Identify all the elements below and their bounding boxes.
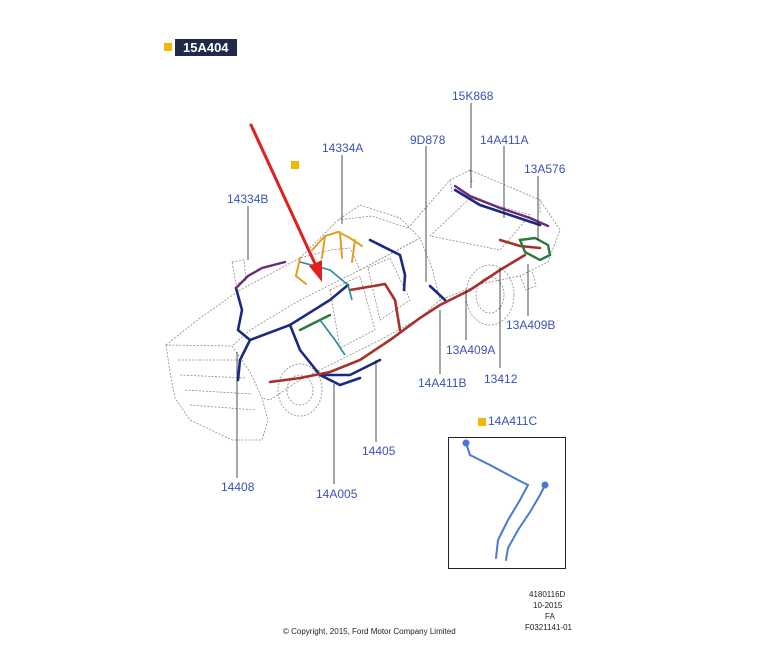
label-15K868: 15K868 bbox=[452, 89, 494, 103]
copyright: © Copyright, 2015, Ford Motor Company Li… bbox=[283, 627, 456, 636]
harness-red bbox=[268, 238, 542, 384]
inset-harness bbox=[462, 439, 549, 561]
label-14A005: 14A005 bbox=[316, 487, 358, 501]
indicator-arrow bbox=[249, 123, 322, 282]
figure-id: F0321141-01 bbox=[525, 623, 572, 632]
label-14334B: 14334B bbox=[227, 192, 269, 206]
section-marker-icon bbox=[164, 43, 172, 51]
inset-marker-icon bbox=[478, 418, 486, 426]
harness-green bbox=[298, 236, 552, 332]
label-13A576: 13A576 bbox=[524, 162, 566, 176]
label-14334A: 14334A bbox=[322, 141, 364, 155]
harness-teal bbox=[299, 261, 353, 356]
diagram-title: 15A404 bbox=[175, 39, 237, 56]
harness-purple bbox=[234, 184, 550, 290]
doc-number: 4180116D bbox=[529, 590, 566, 599]
label-13A409B: 13A409B bbox=[506, 318, 556, 332]
doc-date: 10-2015 bbox=[533, 601, 563, 610]
label-14405: 14405 bbox=[362, 444, 396, 458]
label-14A411C: 14A411C bbox=[488, 414, 538, 428]
connector-marker-icon bbox=[291, 161, 299, 169]
inset-frame bbox=[448, 437, 566, 569]
doc-code: FA bbox=[545, 612, 555, 621]
vehicle-outline bbox=[165, 169, 561, 441]
label-13412: 13412 bbox=[484, 372, 518, 386]
harness-orange bbox=[294, 230, 363, 285]
label-14A411B: 14A411B bbox=[418, 376, 467, 390]
leader-lines bbox=[236, 103, 539, 484]
label-13A409A: 13A409A bbox=[446, 343, 496, 357]
label-14408: 14408 bbox=[221, 480, 255, 494]
label-9D878: 9D878 bbox=[410, 133, 446, 147]
label-14A411A: 14A411A bbox=[480, 133, 529, 147]
